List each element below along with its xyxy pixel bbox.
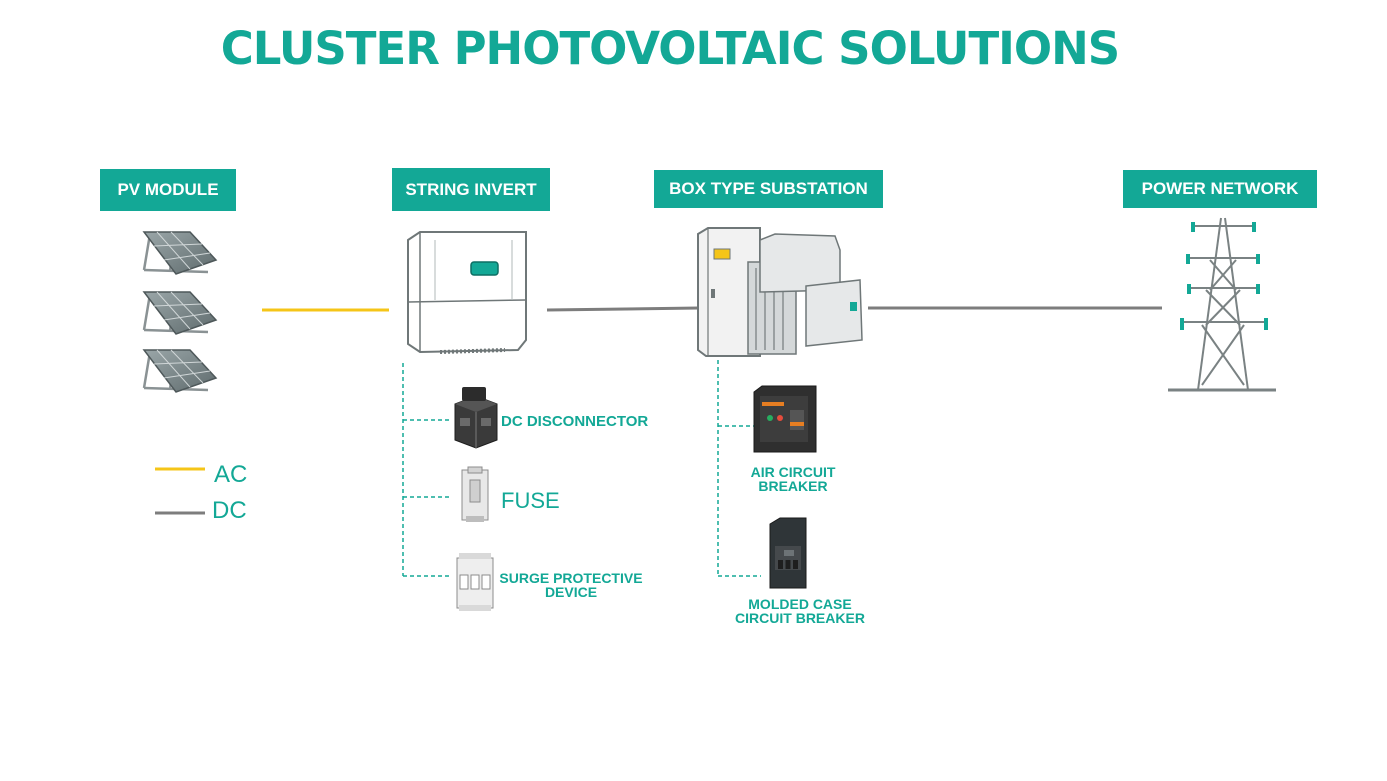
- dc-connection-line: [546, 306, 700, 312]
- pv-module-label: PV MODULE: [117, 180, 219, 199]
- box-substation-tag: BOX TYPE SUBSTATION: [654, 170, 883, 208]
- power-network-label: POWER NETWORK: [1141, 179, 1299, 198]
- surge-protective-device-label: SURGE PROTECTIVE DEVICE: [498, 571, 644, 599]
- inverter-component-connector: [402, 363, 451, 577]
- solar-panel-icon: [142, 230, 218, 276]
- box-substation-label: BOX TYPE SUBSTATION: [669, 179, 868, 198]
- legend-dc-label: DC: [212, 497, 247, 524]
- string-inverter-icon: [407, 231, 527, 354]
- string-invert-label: STRING INVERT: [405, 179, 537, 199]
- string-invert-tag: STRING INVERT: [392, 168, 550, 211]
- air-circuit-breaker-icon: [753, 385, 817, 453]
- air-circuit-breaker-label: AIR CIRCUIT BREAKER: [736, 465, 850, 493]
- fuse-icon: [461, 466, 489, 522]
- surge-protective-device-icon: [456, 553, 494, 611]
- legend-ac-label: AC: [214, 461, 248, 488]
- molded-case-circuit-breaker-label: MOLDED CASE CIRCUIT BREAKER: [732, 597, 868, 625]
- power-network-tag: POWER NETWORK: [1123, 170, 1317, 208]
- transmission-tower-icon: [1168, 217, 1276, 392]
- surge-label-line2: DEVICE: [544, 584, 598, 600]
- acb-label-line2: BREAKER: [758, 478, 828, 494]
- box-substation-icon: [697, 227, 863, 357]
- mccb-label-line2: CIRCUIT BREAKER: [735, 610, 865, 626]
- fuse-label: FUSE: [501, 488, 560, 513]
- pv-module-tag: PV MODULE: [100, 169, 236, 211]
- substation-component-connector: [717, 360, 761, 577]
- mccb-label-line1: MOLDED CASE: [748, 596, 852, 612]
- dc-disconnector-icon: [454, 387, 498, 449]
- solar-panel-icon: [142, 348, 218, 394]
- molded-case-circuit-breaker-icon: [769, 517, 807, 589]
- surge-label-line1: SURGE PROTECTIVE: [499, 570, 643, 586]
- acb-label-line1: AIR CIRCUIT: [750, 464, 836, 480]
- page-title: CLUSTER PHOTOVOLTAIC SOLUTIONS: [220, 22, 1120, 75]
- dc-disconnector-label: DC DISCONNECTOR: [501, 413, 649, 430]
- solar-panel-icon: [142, 290, 218, 336]
